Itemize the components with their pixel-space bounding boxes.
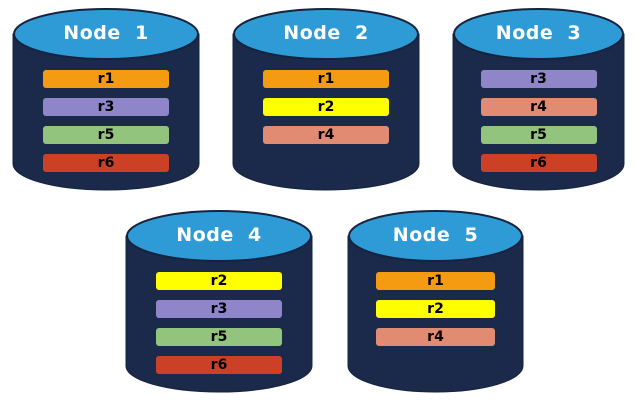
replica-bar-r6[interactable]: r6 [43, 154, 169, 172]
replica-bar-r1[interactable]: r1 [263, 70, 389, 88]
replica-bar-r4[interactable]: r4 [263, 126, 389, 144]
cylinder-top-ellipse [126, 210, 312, 262]
cylinder-top-ellipse [233, 8, 419, 60]
replica-bar-r6[interactable]: r6 [156, 356, 282, 374]
replica-stack: r1 r3 r5 r6 [13, 70, 199, 172]
replica-bar-r2[interactable]: r2 [376, 300, 495, 318]
replica-bar-r4[interactable]: r4 [376, 328, 495, 346]
replica-bar-r2[interactable]: r2 [156, 272, 282, 290]
cylinder-top-ellipse [348, 210, 523, 262]
replica-stack: r1 r2 r4 [233, 70, 419, 144]
replica-bar-r3[interactable]: r3 [156, 300, 282, 318]
replica-bar-r6[interactable]: r6 [480, 154, 597, 172]
replica-bar-r5[interactable]: r5 [480, 126, 597, 144]
replica-bar-r5[interactable]: r5 [156, 328, 282, 346]
replica-bar-r1[interactable]: r1 [43, 70, 169, 88]
cylinder-top-ellipse [453, 8, 624, 60]
replica-bar-r5[interactable]: r5 [43, 126, 169, 144]
replica-bar-r4[interactable]: r4 [480, 98, 597, 116]
replica-bar-r3[interactable]: r3 [480, 70, 597, 88]
replica-bar-r1[interactable]: r1 [376, 272, 495, 290]
replica-bar-r3[interactable]: r3 [43, 98, 169, 116]
replica-stack: r3 r4 r5 r6 [453, 70, 624, 172]
replica-bar-r2[interactable]: r2 [263, 98, 389, 116]
replica-stack: r2 r3 r5 r6 [126, 272, 312, 374]
replica-stack: r1 r2 r4 [348, 272, 523, 346]
cylinder-top-ellipse [13, 8, 199, 60]
